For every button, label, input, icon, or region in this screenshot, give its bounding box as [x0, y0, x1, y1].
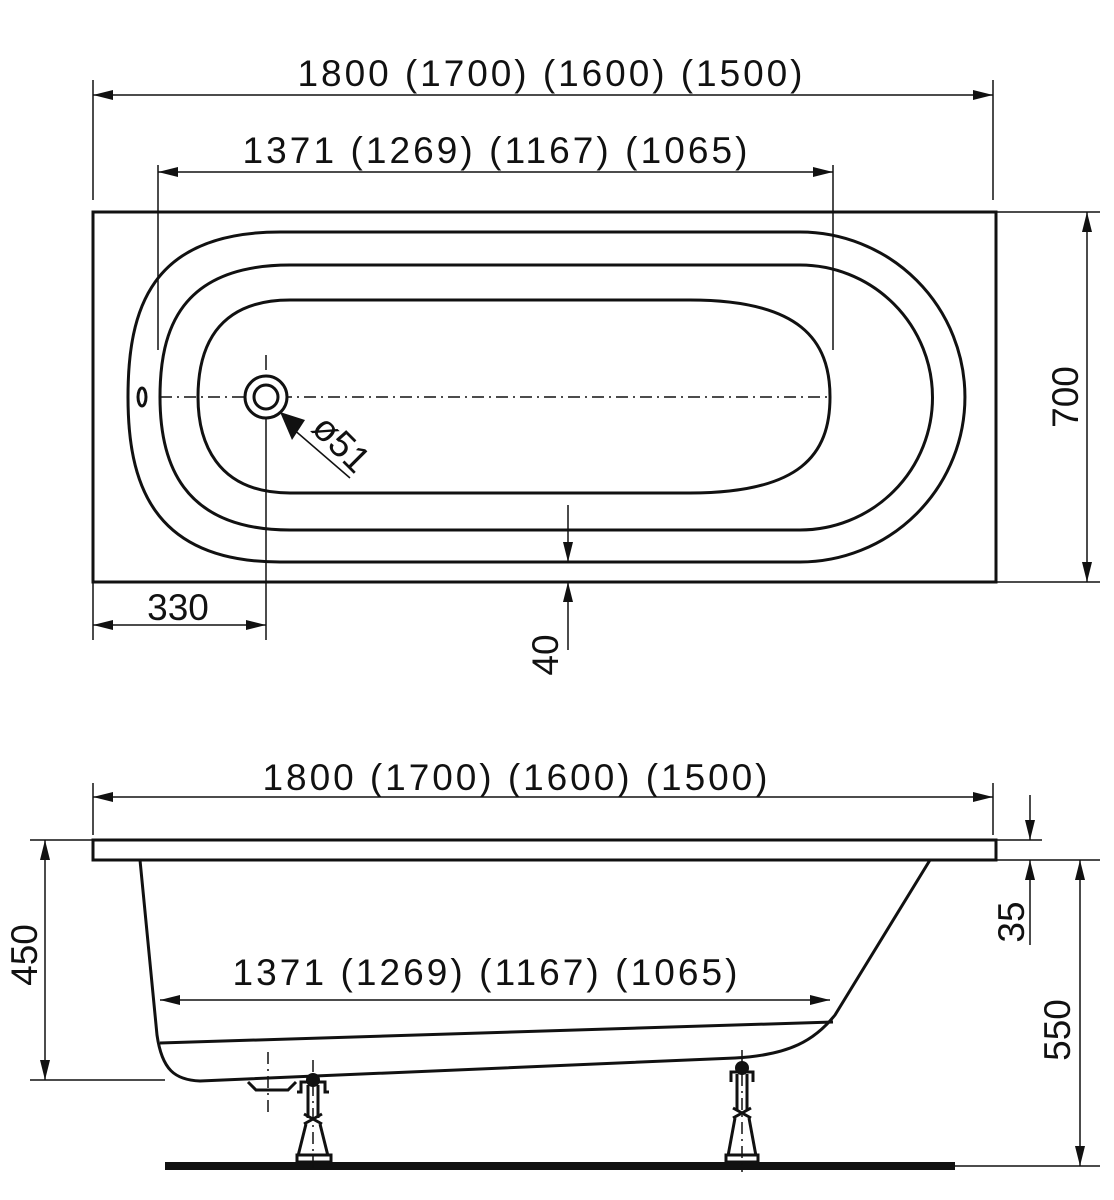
middle-contour	[158, 263, 934, 532]
drain-diameter-label: ø51	[304, 407, 378, 481]
overflow-icon	[136, 386, 148, 408]
drain-outlet	[246, 1080, 298, 1092]
width-label: 700	[1045, 366, 1086, 428]
support-foot-icon	[295, 1060, 333, 1172]
drain-arrow	[280, 412, 305, 440]
drain-icon	[243, 355, 289, 640]
outer-rim-contour	[126, 230, 967, 564]
tub-outline-top	[91, 210, 998, 584]
tub-rim	[91, 838, 998, 862]
inner-length-label: 1371 (1269) (1167) (1065)	[243, 130, 748, 171]
overall-length-label: 1800 (1700) (1600) (1500)	[298, 53, 803, 94]
tub-body	[138, 859, 932, 1083]
side-inner-length-label: 1371 (1269) (1167) (1065)	[233, 952, 738, 993]
drain-offset-label: 330	[147, 587, 209, 628]
support-foot-icon	[724, 1050, 760, 1172]
total-height-label: 550	[1037, 999, 1078, 1061]
bottom-contour	[196, 298, 832, 495]
side-view: 1800 (1700) (1600) (1500) 1371 (1269) (1…	[4, 757, 1100, 1172]
side-overall-length-label: 1800 (1700) (1600) (1500)	[263, 757, 768, 798]
top-view: ø51 1800 (1700) (1600) (1500) 1371 (1269…	[91, 53, 1100, 676]
rim-width-label: 40	[525, 634, 566, 675]
floor-line	[165, 1162, 955, 1170]
tub-bottom-inner	[159, 1020, 834, 1045]
rim-thickness-label: 35	[991, 901, 1032, 942]
depth-label: 450	[4, 924, 45, 986]
